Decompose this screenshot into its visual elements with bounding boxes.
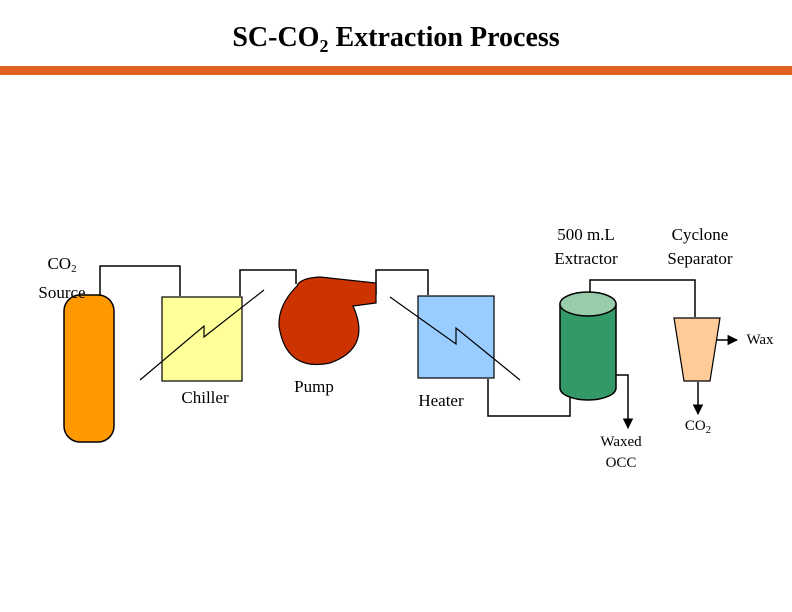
chiller-coil	[139, 289, 265, 381]
pipe-heater-to-extractor	[487, 379, 571, 417]
pump-label: Pump	[294, 377, 334, 396]
heater-label: Heater	[418, 391, 464, 410]
extractor-vessel	[559, 303, 617, 401]
pipe-source-to-chiller	[99, 265, 181, 300]
arrow-waxed-occ	[612, 374, 634, 430]
co2-cylinder	[63, 294, 115, 443]
title-divider	[0, 66, 792, 75]
pipe-pump-to-heater	[375, 269, 429, 295]
extractor-top	[559, 291, 617, 317]
pipe-chiller-to-pump	[239, 269, 297, 296]
pump-body	[278, 276, 377, 365]
wax-label: Wax	[746, 332, 774, 348]
page-title: SC-CO2 Extraction Process	[232, 22, 560, 56]
co2-source-label: CO2 Source	[38, 254, 86, 302]
heater-coil	[389, 296, 521, 381]
co2-output-label: CO2	[684, 418, 712, 436]
cyclone-separator	[673, 317, 721, 382]
chiller-label: Chiller	[181, 388, 229, 407]
chiller-box	[161, 296, 243, 382]
pipe-extractor-to-cyclone	[589, 279, 696, 317]
